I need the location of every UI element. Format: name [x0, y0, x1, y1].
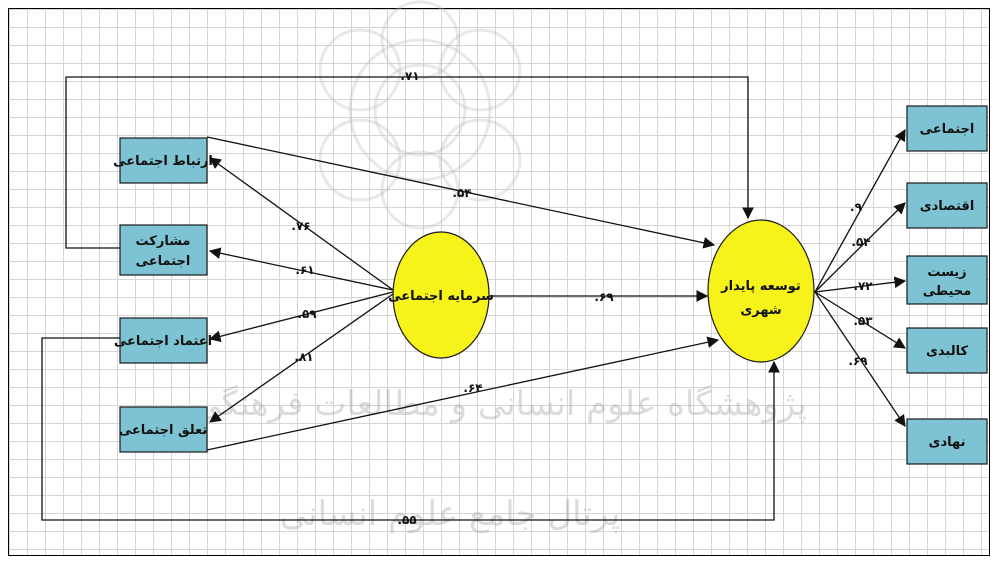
node-social-capital: [392, 231, 490, 359]
coef-bottom-loop: .۵۵: [397, 513, 416, 527]
coef-sd-economic: .۵۴: [851, 235, 870, 249]
arrow-bottom-loop: [41, 337, 780, 521]
node-physical-label: کالبدی: [926, 344, 968, 359]
arrow-sd-institutional: [814, 291, 906, 427]
coef-sc-belonging: .۸۱: [294, 350, 313, 364]
coef-top-loop: .۷۱: [400, 69, 419, 83]
node-trust-label: اعتماد اجتماعی: [114, 334, 212, 349]
coef-sc-communication: .۷۶: [291, 219, 310, 233]
node-belonging: [119, 406, 208, 453]
node-participation-label-2: اجتماعی: [136, 254, 191, 269]
node-institutional-label: نهادی: [929, 435, 966, 450]
coef-sc-trust: .۵۹: [297, 307, 317, 321]
arrow-sc-participation: [208, 247, 394, 291]
arrow-belonging-sd: [206, 336, 720, 451]
arrow-sc-trust: [208, 291, 394, 343]
node-belonging-label: تعلق اجتماعی: [119, 423, 208, 438]
node-environmental: [906, 255, 988, 305]
arrow-sc-communication: [209, 157, 394, 291]
coef-sc-sd: .۶۹: [594, 290, 614, 304]
coef-sd-social: .۹: [850, 200, 863, 214]
node-social-label: اجتماعی: [920, 122, 975, 137]
node-trust: [119, 317, 208, 364]
arrow-sd-social: [814, 128, 906, 293]
node-physical: [906, 327, 988, 374]
arrow-sc-belonging: [209, 293, 394, 423]
coef-sd-institutional: .۶۹: [848, 354, 868, 368]
node-economic: [906, 182, 988, 229]
node-communication-label: ارتباط اجتماعی: [113, 154, 213, 169]
arrow-sd-economic: [814, 202, 906, 293]
node-participation-label-1: مشارکت: [136, 234, 191, 249]
node-sustainable-label-1: توسعه پایدار: [720, 279, 801, 294]
node-sustainable-development: [707, 219, 815, 363]
node-economic-label: اقتصادی: [920, 199, 975, 214]
arrow-sd-environmental: [814, 276, 907, 293]
coef-sc-participation: .۶۱: [295, 263, 314, 277]
watermark-line-2: پرتال جامع علوم انسانی: [280, 494, 620, 534]
arrow-sd-physical: [814, 291, 906, 349]
coef-belonging-sd: .۶۴: [463, 381, 482, 395]
coef-communication-sd: .۵۴: [452, 186, 471, 200]
node-environmental-label-2: محیطی: [923, 284, 972, 299]
node-social: [906, 105, 988, 152]
node-participation: [119, 224, 208, 276]
watermark-line-1: پژوهشگاه علوم انسانی و مطالعات فرهنگی: [193, 384, 807, 424]
node-communication: [119, 137, 208, 184]
watermark-emblem: [318, 0, 522, 230]
arrow-communication-sd: [206, 136, 716, 249]
node-environmental-label-1: زیست: [927, 265, 966, 280]
node-institutional: [906, 418, 988, 465]
coef-sd-environmental: .۷۲: [853, 279, 873, 293]
coef-sd-physical: .۵۳: [853, 314, 873, 328]
node-social-capital-label: سرمایه اجتماعی: [388, 289, 494, 304]
node-sustainable-label-2: شهری: [740, 303, 781, 318]
arrow-top-loop: [65, 76, 754, 249]
